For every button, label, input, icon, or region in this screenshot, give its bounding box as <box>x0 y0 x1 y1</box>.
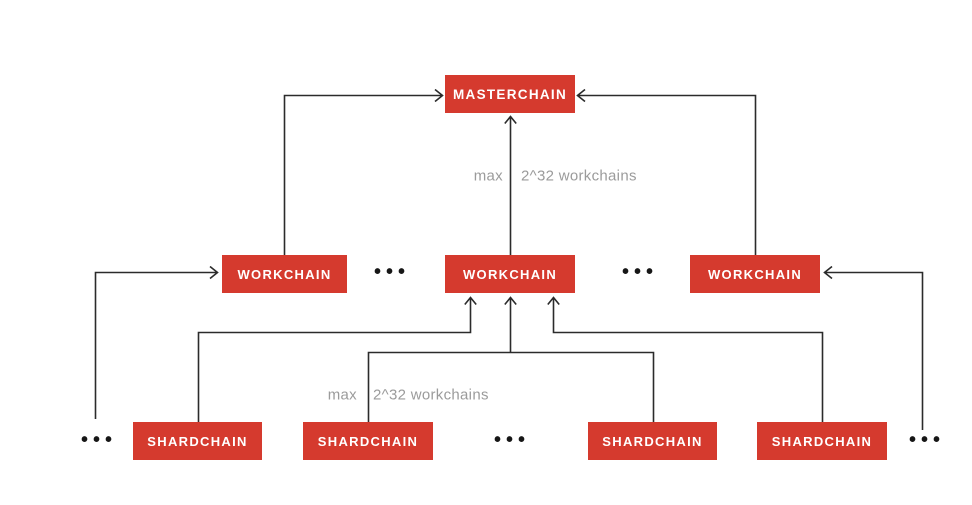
masterchain-limit-value-label: 2^32 workchains <box>521 167 637 185</box>
node-workchain-middle: WORKCHAIN <box>445 255 575 293</box>
node-shardchain-4: SHARDCHAIN <box>757 422 887 460</box>
node-shardchain-1: SHARDCHAIN <box>133 422 262 460</box>
workchain-limit-value-label: 2^32 workchains <box>373 386 489 404</box>
connector-outer-left-to-workchain-left <box>94 265 219 419</box>
ellipsis-workchains-right: ••• <box>621 261 659 283</box>
connector-workchain-right-to-masterchain <box>576 88 757 255</box>
node-shardchain-2: SHARDCHAIN <box>303 422 433 460</box>
ellipsis-shardchains-left: ••• <box>80 429 118 451</box>
ellipsis-workchains-left: ••• <box>373 261 411 283</box>
connector-shardchain-1-to-workchain-middle <box>197 296 477 422</box>
ellipsis-shardchains-middle: ••• <box>493 429 531 451</box>
connector-workchain-left-to-masterchain <box>283 88 444 255</box>
masterchain-limit-max-label: max <box>473 167 503 185</box>
ellipsis-shardchains-right: ••• <box>908 429 946 451</box>
connector-shardchain-4-to-workchain-middle <box>547 296 824 422</box>
workchain-limit-max-label: max <box>327 386 357 404</box>
node-masterchain: MASTERCHAIN <box>445 75 575 113</box>
connector-outer-right-to-workchain-right <box>823 265 924 430</box>
connector-workchain-middle-to-masterchain <box>504 115 517 255</box>
node-shardchain-3: SHARDCHAIN <box>588 422 717 460</box>
node-workchain-right: WORKCHAIN <box>690 255 820 293</box>
connector-inner-bus-to-workchain-middle <box>504 296 517 353</box>
node-workchain-left: WORKCHAIN <box>222 255 347 293</box>
